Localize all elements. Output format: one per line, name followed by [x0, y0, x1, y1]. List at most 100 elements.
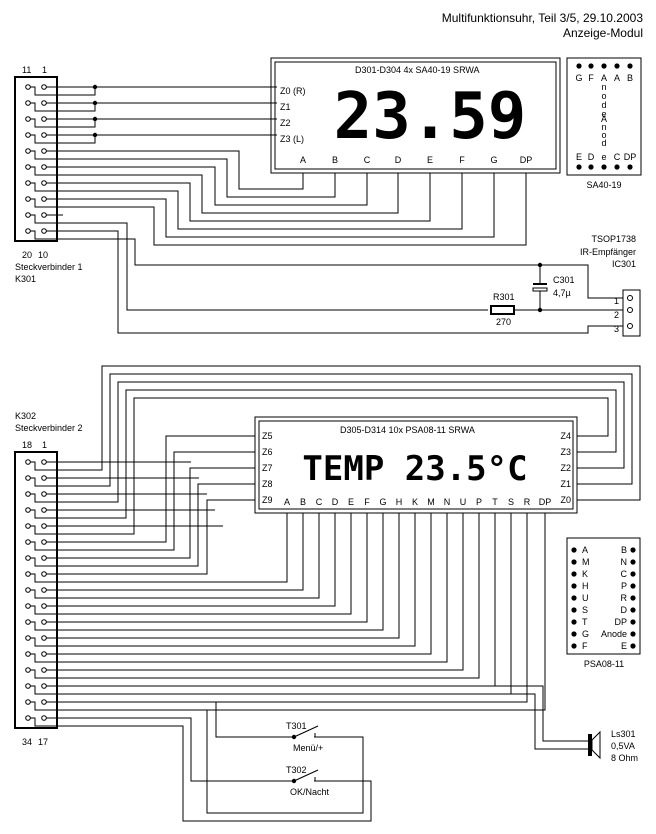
ir-receiver-body — [622, 289, 641, 337]
display2-segment-wire-P — [57, 513, 480, 679]
schematic-subtitle: Anzeige-Modul — [563, 26, 643, 40]
switch-t302-lever — [293, 769, 319, 782]
segment-wire-C — [57, 166, 368, 206]
k301-pin — [41, 132, 47, 138]
k301-pin-link — [30, 102, 57, 112]
k302-pin-link — [30, 589, 57, 599]
psa08-left-label: A — [582, 545, 588, 555]
display2-left-row-Z8: Z8 — [262, 479, 273, 489]
k302-pin — [41, 651, 47, 657]
k302-pin-link — [30, 669, 57, 679]
resistor-ref: R301 — [493, 292, 515, 302]
display2-segment-wire-A — [57, 513, 288, 583]
psa08-left-label: U — [582, 593, 589, 603]
segment-wire-F — [57, 173, 463, 230]
k302-pin — [25, 507, 31, 513]
switch-t302-label: OK/Nacht — [290, 787, 330, 797]
display2-right-row-Z4: Z4 — [560, 431, 571, 441]
psa08-pin-dot — [571, 607, 577, 613]
k301-pin — [41, 116, 47, 122]
schematic-title: Multifunktionsuhr, Teil 3/5, 29.10.2003 — [442, 11, 644, 25]
sa40-pin-dot — [627, 63, 633, 69]
k301-pin — [41, 212, 47, 218]
display2-segment-label-P: P — [476, 497, 482, 507]
psa08-right-label: R — [621, 593, 628, 603]
k301-digit-link — [57, 135, 96, 144]
display2-digit-wire-Z0 — [57, 365, 641, 501]
display1-segment-label-B: B — [332, 155, 338, 165]
display2-digit-wire-Z2 — [57, 381, 625, 503]
display1-readout: 23.59 — [334, 80, 527, 154]
k302-pin — [41, 619, 47, 625]
sa40-pinout-name: SA40-19 — [586, 180, 621, 190]
k302-pin — [25, 619, 31, 625]
k302-pin-link — [30, 621, 57, 631]
k301-pin-10: 10 — [38, 250, 48, 260]
k301-pin-link — [30, 166, 57, 176]
sa40-anode-char: n — [601, 82, 606, 92]
k302-pin — [41, 507, 47, 513]
k302-pin — [41, 699, 47, 705]
k302-pin-link — [30, 477, 57, 487]
psa08-pin-dot — [630, 619, 636, 625]
k302-pin-link — [30, 557, 57, 567]
k301-pin — [41, 100, 47, 106]
k302-pin-link — [30, 605, 57, 615]
ir-type: IR-Empfänger — [580, 247, 636, 257]
sa40-top-label: B — [627, 73, 633, 83]
k301-pin-link — [30, 182, 57, 192]
k302-pin-17: 17 — [38, 737, 48, 747]
k302-pin — [25, 475, 31, 481]
sa40-anode-char: o — [601, 130, 606, 140]
k301-ref: K301 — [15, 274, 36, 284]
psa08-pin-dot — [630, 595, 636, 601]
speaker-cone — [591, 730, 601, 760]
segment-wire-A — [57, 150, 304, 190]
k302-pin — [25, 651, 31, 657]
k302-pin — [25, 635, 31, 641]
k301-pin-link — [30, 230, 57, 240]
k302-pin — [41, 459, 47, 465]
psa08-right-label: Anode — [601, 629, 627, 639]
psa08-pin-dot — [571, 547, 577, 553]
display2-right-row-Z1: Z1 — [560, 479, 571, 489]
display2-segment-wire-U — [57, 513, 464, 671]
psa08-right-label: N — [621, 557, 628, 567]
sa40-bottom-label: DP — [624, 152, 637, 162]
k302-pin — [25, 603, 31, 609]
sa40-pin-dot — [576, 63, 582, 69]
resistor-value: 270 — [496, 317, 511, 327]
display2-outer — [254, 416, 578, 514]
psa08-left-label: H — [582, 581, 589, 591]
display2-digit-wire-Z4 — [57, 397, 609, 535]
psa08-right-label: DP — [614, 617, 627, 627]
k302-pin — [25, 715, 31, 721]
sa40-anode-char: o — [601, 91, 606, 101]
capacitor-plate-positive — [533, 283, 547, 285]
display2-segment-wire-N — [57, 513, 448, 663]
sa40-top-label: A — [601, 73, 607, 83]
junction-dot — [92, 100, 98, 106]
k302-pin-link — [30, 573, 57, 583]
k302-pin — [25, 683, 31, 689]
display1-row-label-1: Z1 — [280, 102, 291, 112]
capacitor-value: 4,7µ — [553, 288, 571, 298]
k302-pin — [25, 587, 31, 593]
display2-inner — [258, 420, 574, 510]
display2-segment-wire-K — [57, 513, 416, 647]
display1-segment-label-C: C — [364, 155, 371, 165]
psa08-left-label: K — [582, 569, 588, 579]
speaker-wire-b — [57, 693, 588, 750]
k301-pin — [41, 228, 47, 234]
display2-segment-label-D: D — [332, 497, 339, 507]
sa40-bottom-label: e — [601, 152, 606, 162]
sa40-anode-char: d — [601, 138, 606, 148]
resistor-body — [490, 305, 515, 315]
sa40-pinout-box — [566, 57, 642, 176]
display2-digit-wire-Z7 — [57, 467, 255, 559]
display2-segment-wire-M — [57, 513, 432, 655]
display2-digit-wire-Z9 — [57, 499, 255, 575]
k301-pin — [25, 84, 31, 90]
